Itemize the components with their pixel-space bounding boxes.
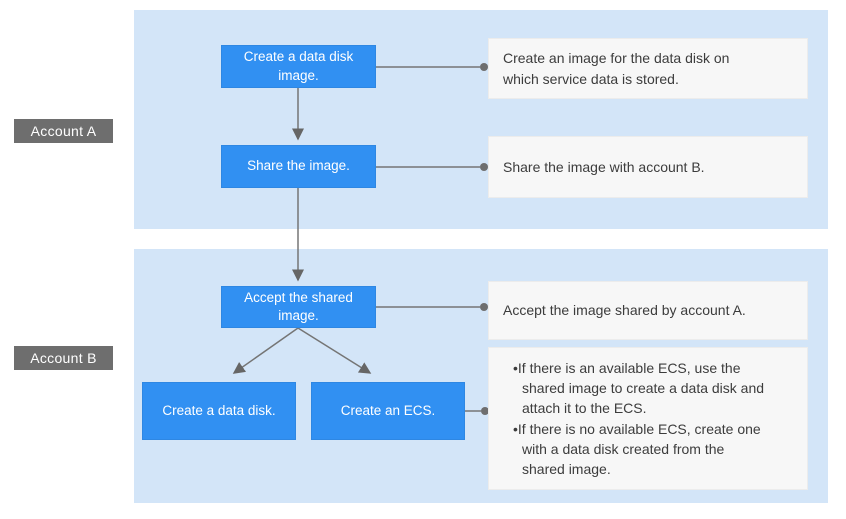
arrow-accept-to-create-disk [232,327,299,374]
node-label: Create a data disk image. [243,49,354,83]
bullet-item: If there is no available ECS, create one… [513,419,771,480]
node-accept-shared-image: Accept the shared image. [221,286,376,328]
account-b-label: Account B [14,346,113,370]
connector-dot-icon [481,407,489,415]
node-label: Create a data disk. [162,402,276,418]
connector-dot-icon [480,163,488,171]
node-create-ecs: Create an ECS. [311,382,465,440]
connector-dot-icon [480,303,488,311]
description-create-data-disk-image: Create an image for the data disk on whi… [488,38,808,99]
account-b-label-text: Account B [30,350,97,366]
connector-dot-icon [480,63,488,71]
node-label: Create an ECS. [340,402,436,418]
account-a-label-text: Account A [30,123,97,139]
description-share-image: Share the image with account B. [488,136,808,198]
description-create-ecs: If there is an available ECS, use the sh… [488,347,808,490]
account-a-label: Account A [14,119,113,143]
node-label: Accept the shared image. [244,289,353,323]
bullet-item: If there is an available ECS, use the sh… [513,358,771,419]
node-label: Share the image. [247,158,350,174]
arrow-accept-to-create-ecs [297,327,372,374]
node-share-image: Share the image. [221,145,376,188]
node-create-data-disk: Create a data disk. [142,382,296,440]
description-bullet-list: If there is an available ECS, use the sh… [513,358,771,480]
description-text: Share the image with account B. [503,158,705,175]
description-accept-shared-image: Accept the image shared by account A. [488,281,808,340]
description-text: Accept the image shared by account A. [503,302,746,319]
node-create-data-disk-image: Create a data disk image. [221,45,376,88]
description-text: Create an image for the data disk on whi… [503,50,730,87]
